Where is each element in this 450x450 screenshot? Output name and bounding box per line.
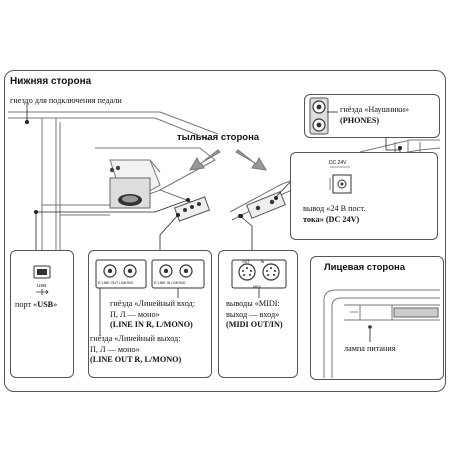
midi-label-line3: (MIDI OUT/IN) <box>226 320 283 329</box>
dc-out-label: вывод «24 В пост. тока» (DC 24V) <box>303 203 365 225</box>
headphones-label-line2: (PHONES) <box>340 116 380 125</box>
line-in-label-line1: гнёзда «Линейный вход: <box>110 299 195 308</box>
line-in-tag: LINE IN <box>157 281 171 285</box>
midi-label-line1: выводы «MIDI: <box>226 299 280 308</box>
bottom-side-title: Нижняя сторона <box>10 76 92 87</box>
headphones-label-line1: гнёзда «Наушники» <box>340 105 410 114</box>
dc-out-label-line2: тока» (DC 24V) <box>303 215 360 224</box>
usb-label-suffix: » <box>53 300 58 309</box>
usb-label-prefix: порт « <box>15 300 38 309</box>
line-in-jack-tags: R LINE IN L/MONO <box>154 281 185 285</box>
pedal-jack-label: гнездо для подключения педали <box>10 96 122 105</box>
line-in-label: гнёзда «Линейный вход: П, Л — моно» (LIN… <box>110 299 195 331</box>
line-in-label-line3: (LINE IN R, L/MONO) <box>110 320 193 329</box>
midi-label-line2: выход — вход» <box>226 309 280 319</box>
line-out-l-tag: L/MONO <box>119 281 134 285</box>
headphones-label: гнёзда «Наушники» (PHONES) <box>340 104 409 126</box>
line-in-l-tag: L/MONO <box>171 281 186 285</box>
power-lamp-label: лампа питания <box>344 344 396 353</box>
usb-label-name: USB <box>37 300 54 309</box>
midi-out-tag: OUT <box>242 260 250 264</box>
dc-out-inset <box>290 152 438 240</box>
line-out-tag: LINE OUT <box>101 281 119 285</box>
dc-out-label-line1: вывод «24 В пост. <box>303 204 366 213</box>
line-out-r-tag: R <box>98 281 101 285</box>
usb-port-label: порт «USB» <box>15 300 57 310</box>
midi-label: выводы «MIDI: выход — вход» (MIDI OUT/IN… <box>226 299 283 331</box>
dc-small-label: DC 24V <box>329 160 347 166</box>
line-out-label: гнёзда «Линейный выход: П, Л — моно» (LI… <box>90 334 181 366</box>
line-out-label-line1: гнёзда «Линейный выход: <box>90 334 181 343</box>
midi-tag: MIDI <box>253 285 261 289</box>
line-out-jack-tags: R LINE OUT L/MONO <box>98 281 133 285</box>
midi-in-tag: IN <box>260 260 265 264</box>
line-in-r-tag: R <box>154 281 157 285</box>
line-in-label-line2: П, Л — моно» <box>110 309 160 319</box>
front-side-title: Лицевая сторона <box>324 262 406 273</box>
usb-small-label: USB <box>37 283 47 288</box>
back-side-label: тыльная сторона <box>177 132 260 143</box>
midi-jack-tags: OUT IN <box>242 260 264 264</box>
line-out-label-line3: (LINE OUT R, L/MONO) <box>90 355 182 364</box>
line-out-label-line2: П, Л — моно» <box>90 344 140 354</box>
